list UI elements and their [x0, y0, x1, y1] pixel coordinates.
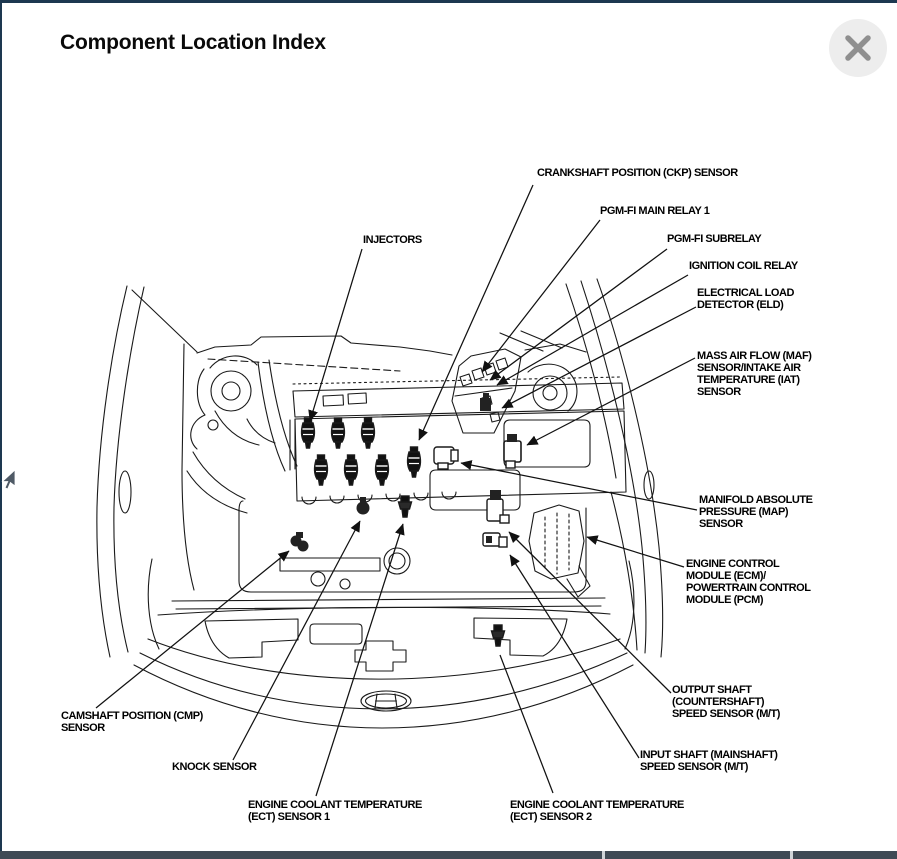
injector-icon — [300, 417, 316, 449]
close-button[interactable] — [829, 19, 887, 77]
label-ignition-coil-relay: IGNITION COIL RELAY — [689, 260, 798, 272]
cmp-sensor-icon — [290, 532, 309, 552]
leader-subrelay — [489, 248, 668, 381]
close-icon — [845, 35, 871, 61]
input-shaft-sensor-icon — [482, 532, 508, 548]
label-cmp-sensor: CAMSHAFT POSITION (CMP) SENSOR — [61, 710, 203, 734]
leader-input-shaft — [509, 554, 640, 759]
label-ect-sensor-2: ENGINE COOLANT TEMPERATURE (ECT) SENSOR … — [510, 799, 684, 823]
leader-eld — [501, 306, 697, 409]
leader-ckp — [418, 184, 534, 441]
leader-output-shaft — [508, 531, 672, 694]
cursor-icon — [1, 469, 16, 490]
injector-icon — [313, 454, 329, 486]
leader-ign-relay — [496, 274, 689, 386]
map-sensor-icon — [433, 446, 459, 470]
label-ect-sensor-1: ENGINE COOLANT TEMPERATURE (ECT) SENSOR … — [248, 799, 422, 823]
component-glyphs — [290, 393, 522, 647]
leader-maf — [526, 357, 696, 446]
leader-main-relay — [481, 219, 601, 373]
bottom-bar-separator — [790, 851, 793, 859]
label-pgm-fi-subrelay: PGM-FI SUBRELAY — [667, 233, 762, 245]
engine-line-art — [96, 278, 664, 729]
leader-ect1 — [315, 523, 405, 797]
leader-map — [460, 460, 698, 511]
injector-icon — [360, 417, 376, 449]
leader-knock — [232, 520, 361, 761]
eld-icon — [480, 393, 491, 411]
label-knock-sensor: KNOCK SENSOR — [172, 761, 257, 773]
label-output-shaft-sensor: OUTPUT SHAFT (COUNTERSHAFT) SPEED SENSOR… — [672, 684, 781, 720]
label-ecm-pcm: ENGINE CONTROL MODULE (ECM)/ POWERTRAIN … — [686, 558, 811, 606]
bottom-table-bar — [0, 851, 897, 859]
label-map-sensor: MANIFOLD ABSOLUTE PRESSURE (MAP) SENSOR — [699, 494, 813, 530]
page-title: Component Location Index — [60, 31, 326, 55]
injector-icon — [330, 417, 346, 449]
leader-cmp — [95, 550, 290, 709]
output-shaft-sensor-icon — [486, 490, 510, 524]
ect2-sensor-icon — [490, 624, 506, 647]
window-frame-top — [0, 0, 897, 3]
knock-sensor-icon — [356, 497, 370, 515]
injector-icon — [343, 454, 359, 486]
leader-lines — [95, 184, 698, 797]
label-ckp-sensor: CRANKSHAFT POSITION (CKP) SENSOR — [537, 167, 738, 179]
ckp-sensor-icon — [406, 446, 422, 478]
label-pgm-fi-main-relay: PGM-FI MAIN RELAY 1 — [600, 205, 710, 217]
bottom-bar-separator — [602, 851, 605, 859]
window-frame-left — [0, 0, 2, 859]
leader-ect2 — [499, 654, 554, 794]
label-maf-iat-sensor: MASS AIR FLOW (MAF) SENSOR/INTAKE AIR TE… — [697, 350, 812, 398]
label-injectors: INJECTORS — [363, 234, 422, 246]
injector-icon — [374, 454, 390, 486]
leader-ecm — [586, 535, 685, 568]
ect1-sensor-icon — [397, 495, 413, 518]
label-input-shaft-sensor: INPUT SHAFT (MAINSHAFT) SPEED SENSOR (M/… — [640, 749, 778, 773]
leader-injectors — [308, 248, 363, 422]
maf-iat-sensor-icon — [503, 434, 522, 469]
label-eld: ELECTRICAL LOAD DETECTOR (ELD) — [697, 287, 794, 311]
